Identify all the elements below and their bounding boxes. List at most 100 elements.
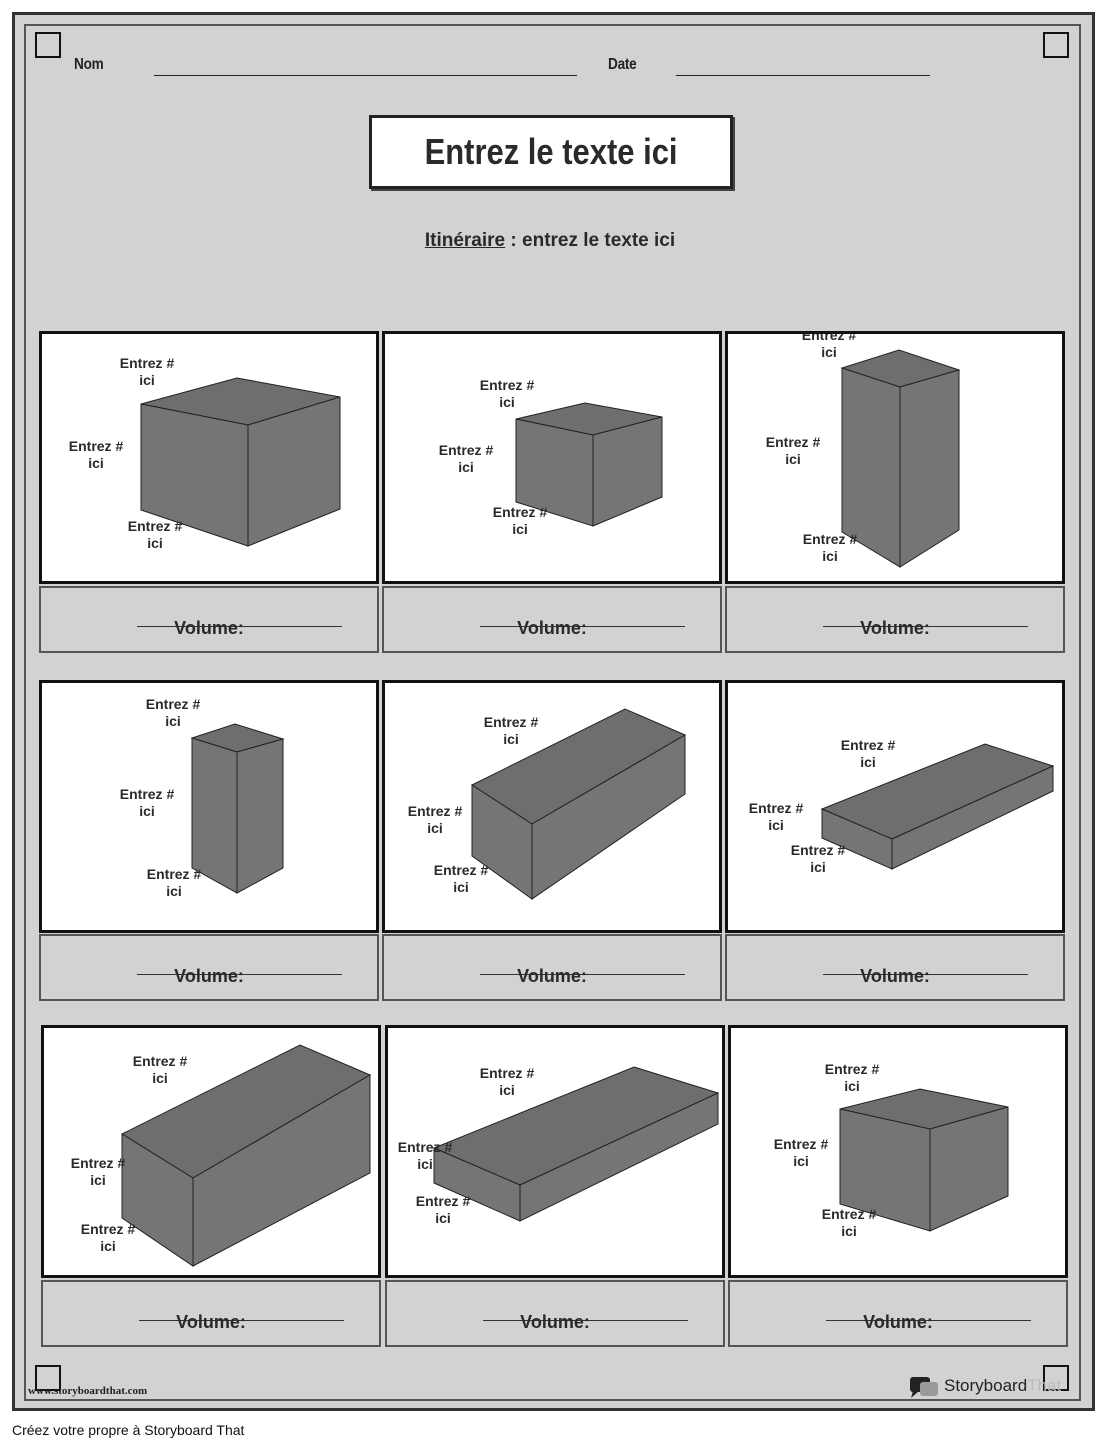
dimension-label-bottom[interactable]: Entrez #ici: [416, 1193, 471, 1226]
corner-square-top-left: [35, 32, 61, 58]
volume-label: Volume:: [863, 1312, 933, 1332]
volume-answer-line: [480, 626, 685, 627]
dimension-label-bottom[interactable]: Entrez #ici: [81, 1221, 136, 1254]
dimension-label-side[interactable]: Entrez #ici: [408, 803, 463, 836]
volume-answer-line: [137, 626, 342, 627]
volume-answer-box[interactable]: Volume:: [39, 586, 379, 653]
dimension-label-bottom[interactable]: Entrez #ici: [434, 862, 489, 895]
volume-answer-box[interactable]: Volume:: [39, 934, 379, 1001]
volume-answer-line: [823, 626, 1028, 627]
dimension-label-top[interactable]: Entrez #ici: [480, 377, 535, 410]
dimension-label-top[interactable]: Entrez #ici: [841, 737, 896, 770]
dimension-label-top[interactable]: Entrez #ici: [146, 696, 201, 729]
dimension-label-top[interactable]: Entrez #ici: [825, 1061, 880, 1094]
dimension-label-top[interactable]: Entrez #ici: [480, 1065, 535, 1098]
dimension-label-side[interactable]: Entrez #ici: [439, 442, 494, 475]
brand-name-light: That: [1027, 1376, 1062, 1395]
dimension-label-side[interactable]: Entrez #ici: [69, 438, 124, 471]
page-title: Entrez le texte ici: [424, 131, 678, 172]
corner-square-bottom-left: [35, 1365, 61, 1391]
prism-side-face: [531, 734, 686, 900]
volume-label: Volume:: [860, 966, 930, 986]
instructions-separator: :: [510, 230, 517, 251]
volume-label: Volume:: [517, 618, 587, 638]
dimension-label-side[interactable]: Entrez #ici: [398, 1139, 453, 1172]
prism-side-face: [247, 396, 341, 547]
volume-answer-box[interactable]: Volume:: [725, 934, 1065, 1001]
volume-answer-line: [139, 1320, 344, 1321]
instructions-label: Itinéraire: [424, 230, 506, 251]
prism-side-face: [592, 416, 663, 527]
speech-bubble-icon: [910, 1377, 938, 1398]
volume-label: Volume:: [176, 1312, 246, 1332]
dimension-label-top[interactable]: Entrez #ici: [802, 334, 857, 360]
volume-answer-box[interactable]: Volume:: [382, 586, 722, 653]
dimension-label-side[interactable]: Entrez #ici: [120, 786, 175, 819]
dimension-label-bottom[interactable]: Entrez #ici: [791, 842, 846, 875]
volume-answer-line: [826, 1320, 1031, 1321]
volume-answer-box[interactable]: Volume:: [385, 1280, 725, 1347]
watermark-url: www.storyboardthat.com: [28, 1385, 148, 1397]
prism-side-face: [236, 738, 284, 894]
volume-answer-box[interactable]: Volume:: [728, 1280, 1068, 1347]
worksheet-inner-border: [24, 24, 1081, 1401]
dimension-label-bottom[interactable]: Entrez #ici: [147, 866, 202, 899]
prism-side-face: [929, 1106, 1009, 1232]
corner-square-top-right: [1043, 32, 1069, 58]
volume-label: Volume:: [520, 1312, 590, 1332]
title-box[interactable]: Entrez le texte ici: [369, 115, 733, 189]
dimension-label-side[interactable]: Entrez #ici: [766, 434, 821, 467]
brand-name-main: Storyboard: [944, 1376, 1028, 1395]
name-field[interactable]: [154, 75, 577, 76]
instructions[interactable]: Itinéraire : entrez le texte ici: [360, 230, 740, 252]
volume-label: Volume:: [174, 618, 244, 638]
volume-label: Volume:: [517, 966, 587, 986]
storyboardthat-logo: StoryboardThat: [908, 1374, 1078, 1400]
volume-answer-box[interactable]: Volume:: [41, 1280, 381, 1347]
dimension-label-side[interactable]: Entrez #ici: [749, 800, 804, 833]
volume-label: Volume:: [860, 618, 930, 638]
dimension-label-top[interactable]: Entrez #ici: [120, 355, 175, 388]
volume-answer-line: [823, 974, 1028, 975]
volume-answer-line: [483, 1320, 688, 1321]
dimension-label-bottom[interactable]: Entrez #ici: [822, 1206, 877, 1239]
prism-side-face: [519, 1092, 719, 1222]
dimension-label-side[interactable]: Entrez #ici: [71, 1155, 126, 1188]
date-label: Date: [608, 56, 637, 73]
dimension-label-side[interactable]: Entrez #ici: [774, 1136, 829, 1169]
prism-side-face: [891, 765, 1054, 870]
footer-text: Créez votre propre à Storyboard That: [12, 1422, 245, 1438]
dimension-label-top[interactable]: Entrez #ici: [484, 714, 539, 747]
dimension-label-bottom[interactable]: Entrez #ici: [493, 504, 548, 537]
dimension-label-bottom[interactable]: Entrez #ici: [803, 531, 858, 564]
date-field[interactable]: [676, 75, 930, 76]
volume-answer-line: [137, 974, 342, 975]
dimension-label-top[interactable]: Entrez #ici: [133, 1053, 188, 1086]
volume-answer-box[interactable]: Volume:: [725, 586, 1065, 653]
volume-label: Volume:: [174, 966, 244, 986]
prism-side-face: [192, 1074, 371, 1267]
volume-answer-line: [480, 974, 685, 975]
dimension-label-bottom[interactable]: Entrez #ici: [128, 518, 183, 551]
prism-side-face: [899, 369, 960, 568]
instructions-text: entrez le texte ici: [522, 230, 676, 251]
volume-answer-box[interactable]: Volume:: [382, 934, 722, 1001]
